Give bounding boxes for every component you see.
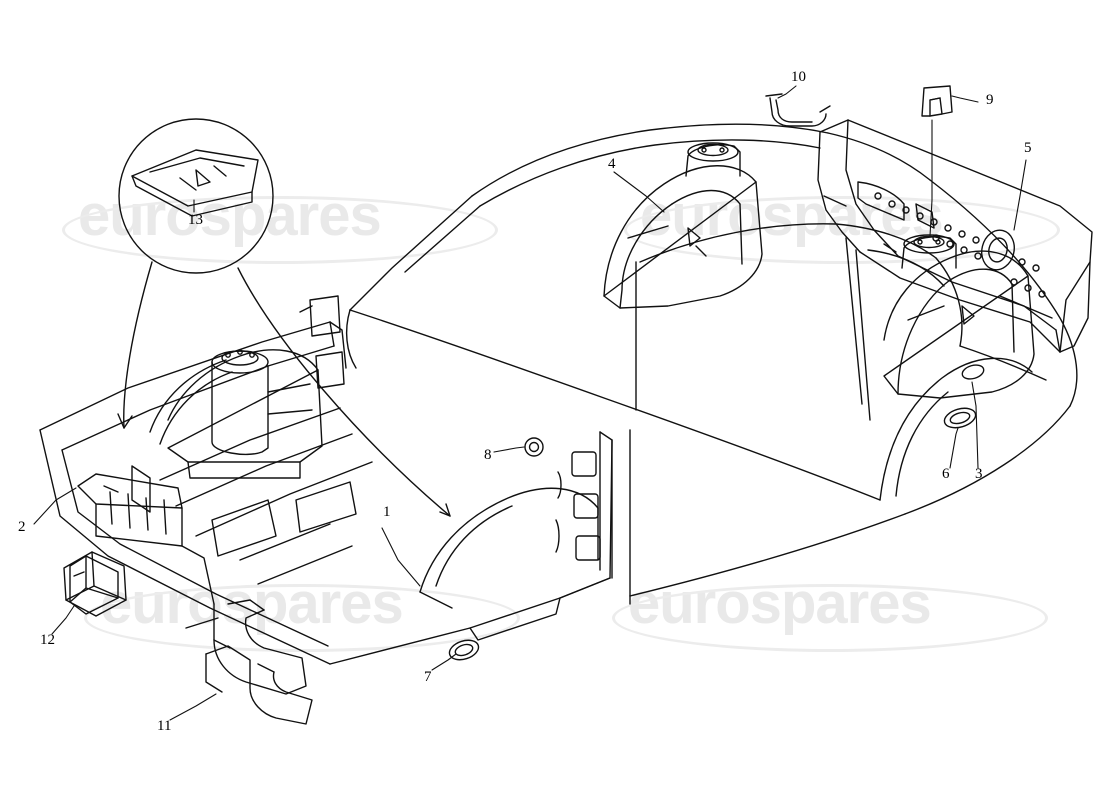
part-3-plug <box>961 364 985 380</box>
callout-5: 5 <box>1024 140 1032 156</box>
part-10-clip <box>765 93 831 127</box>
part-4-inner-arch <box>603 142 763 309</box>
floorpan-assembly <box>39 321 613 665</box>
car-body-outline <box>345 123 1078 605</box>
part-9-bracket <box>921 85 953 117</box>
callout-4: 4 <box>608 156 616 172</box>
callout-13: 13 <box>188 212 203 228</box>
callout-9: 9 <box>986 92 994 108</box>
callout-11: 11 <box>157 718 172 734</box>
callout-leaders <box>33 85 1027 721</box>
callout-3: 3 <box>975 466 983 482</box>
front-inner-wing <box>63 295 345 695</box>
part-12-bracket <box>69 555 119 615</box>
callout-8: 8 <box>484 447 492 463</box>
part-7-grommet <box>448 639 480 661</box>
watermark-oval <box>624 196 1060 264</box>
detail-leaders <box>117 261 451 517</box>
part-6-grommet <box>943 407 977 429</box>
detail-circle-13 <box>118 118 274 274</box>
callout-12: 12 <box>40 632 55 648</box>
callout-2: 2 <box>18 519 26 535</box>
part-11-extension <box>205 645 313 725</box>
callout-7: 7 <box>424 669 432 685</box>
callout-10: 10 <box>791 69 806 85</box>
watermark-oval <box>612 584 1048 652</box>
callout-6: 6 <box>942 466 950 482</box>
part-5-bulkhead-panel <box>817 119 1093 353</box>
part-8-grommet <box>524 437 544 457</box>
callout-1: 1 <box>383 504 391 520</box>
watermark-oval <box>62 196 498 264</box>
